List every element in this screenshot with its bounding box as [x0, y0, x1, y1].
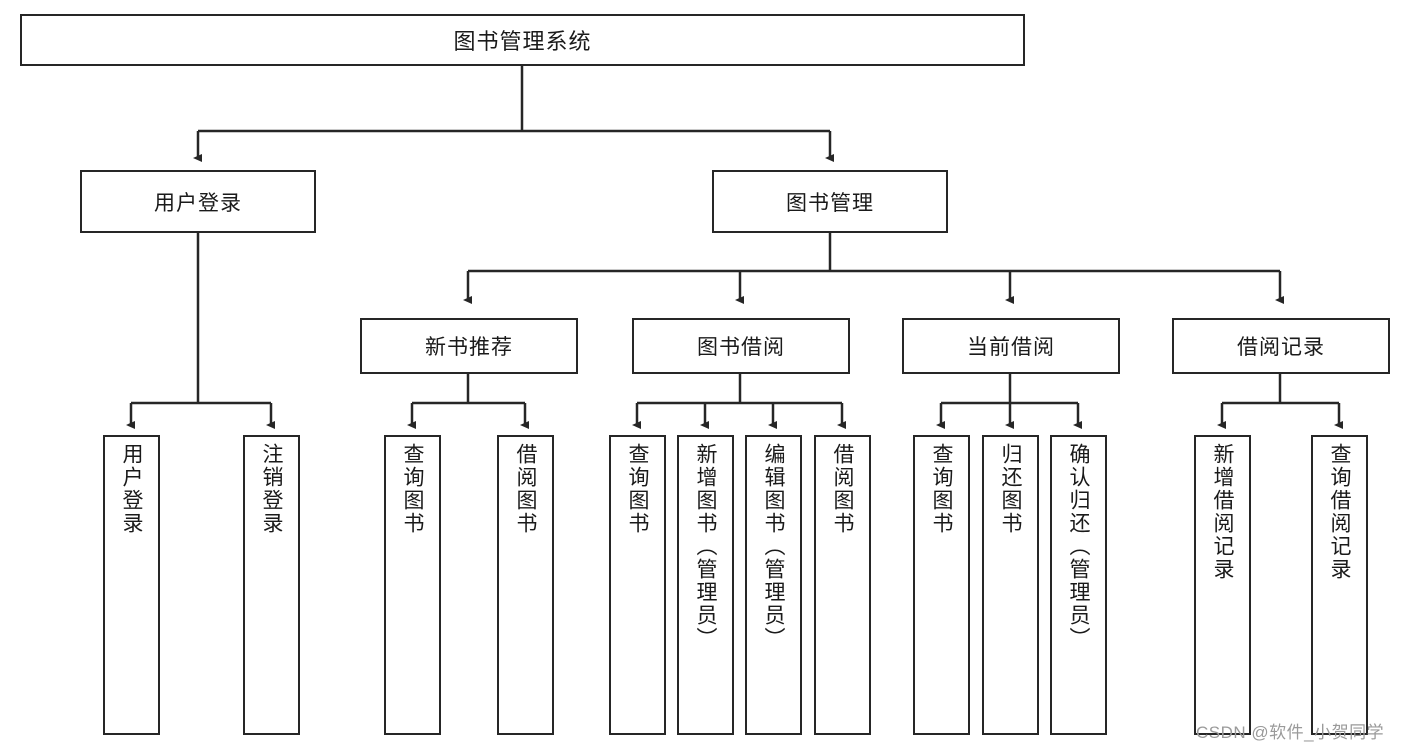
node-label: 借阅记录: [1237, 336, 1325, 359]
leaf-add-book[interactable]: 新增图书（管理员）: [677, 435, 734, 735]
node-label: 确认归还（管理员）: [1067, 443, 1090, 650]
node-label: 图书借阅: [697, 336, 785, 359]
node-label: 新增借阅记录: [1211, 443, 1234, 581]
leaf-add-record[interactable]: 新增借阅记录: [1194, 435, 1251, 735]
leaf-borrow-book-1[interactable]: 借阅图书: [497, 435, 554, 735]
node-label: 图书管理: [786, 191, 874, 215]
leaf-query-book-2[interactable]: 查询图书: [609, 435, 666, 735]
node-label: 注销登录: [260, 443, 283, 535]
node-label: 归还图书: [999, 443, 1022, 535]
leaf-confirm-return[interactable]: 确认归还（管理员）: [1050, 435, 1107, 735]
node-label: 查询图书: [626, 443, 649, 535]
node-borrow-record[interactable]: 借阅记录: [1172, 318, 1390, 374]
node-new-book-recommend[interactable]: 新书推荐: [360, 318, 578, 374]
node-current-borrow[interactable]: 当前借阅: [902, 318, 1120, 374]
node-label: 借阅图书: [831, 443, 854, 535]
leaf-edit-book[interactable]: 编辑图书（管理员）: [745, 435, 802, 735]
leaf-query-book-3[interactable]: 查询图书: [913, 435, 970, 735]
node-root-system[interactable]: 图书管理系统: [20, 14, 1025, 66]
node-label: 用户登录: [120, 443, 143, 535]
leaf-borrow-book-2[interactable]: 借阅图书: [814, 435, 871, 735]
node-label: 当前借阅: [967, 336, 1055, 359]
node-label: 新增图书（管理员）: [694, 443, 717, 650]
leaf-return-book[interactable]: 归还图书: [982, 435, 1039, 735]
leaf-user-login[interactable]: 用户登录: [103, 435, 160, 735]
node-label: 查询图书: [930, 443, 953, 535]
leaf-logout-login[interactable]: 注销登录: [243, 435, 300, 735]
node-user-login[interactable]: 用户登录: [80, 170, 316, 233]
node-label: 新书推荐: [425, 336, 513, 359]
node-label: 借阅图书: [514, 443, 537, 535]
leaf-query-book-1[interactable]: 查询图书: [384, 435, 441, 735]
node-book-borrow[interactable]: 图书借阅: [632, 318, 850, 374]
node-label: 用户登录: [154, 191, 242, 215]
csdn-watermark: CSDN @软件_小贺同学: [1196, 723, 1385, 742]
node-label: 图书管理系统: [453, 29, 592, 54]
node-label: 编辑图书（管理员）: [762, 443, 785, 650]
leaf-query-record[interactable]: 查询借阅记录: [1311, 435, 1368, 735]
node-label: 查询图书: [401, 443, 424, 535]
node-book-manage[interactable]: 图书管理: [712, 170, 948, 233]
node-label: 查询借阅记录: [1328, 443, 1351, 581]
